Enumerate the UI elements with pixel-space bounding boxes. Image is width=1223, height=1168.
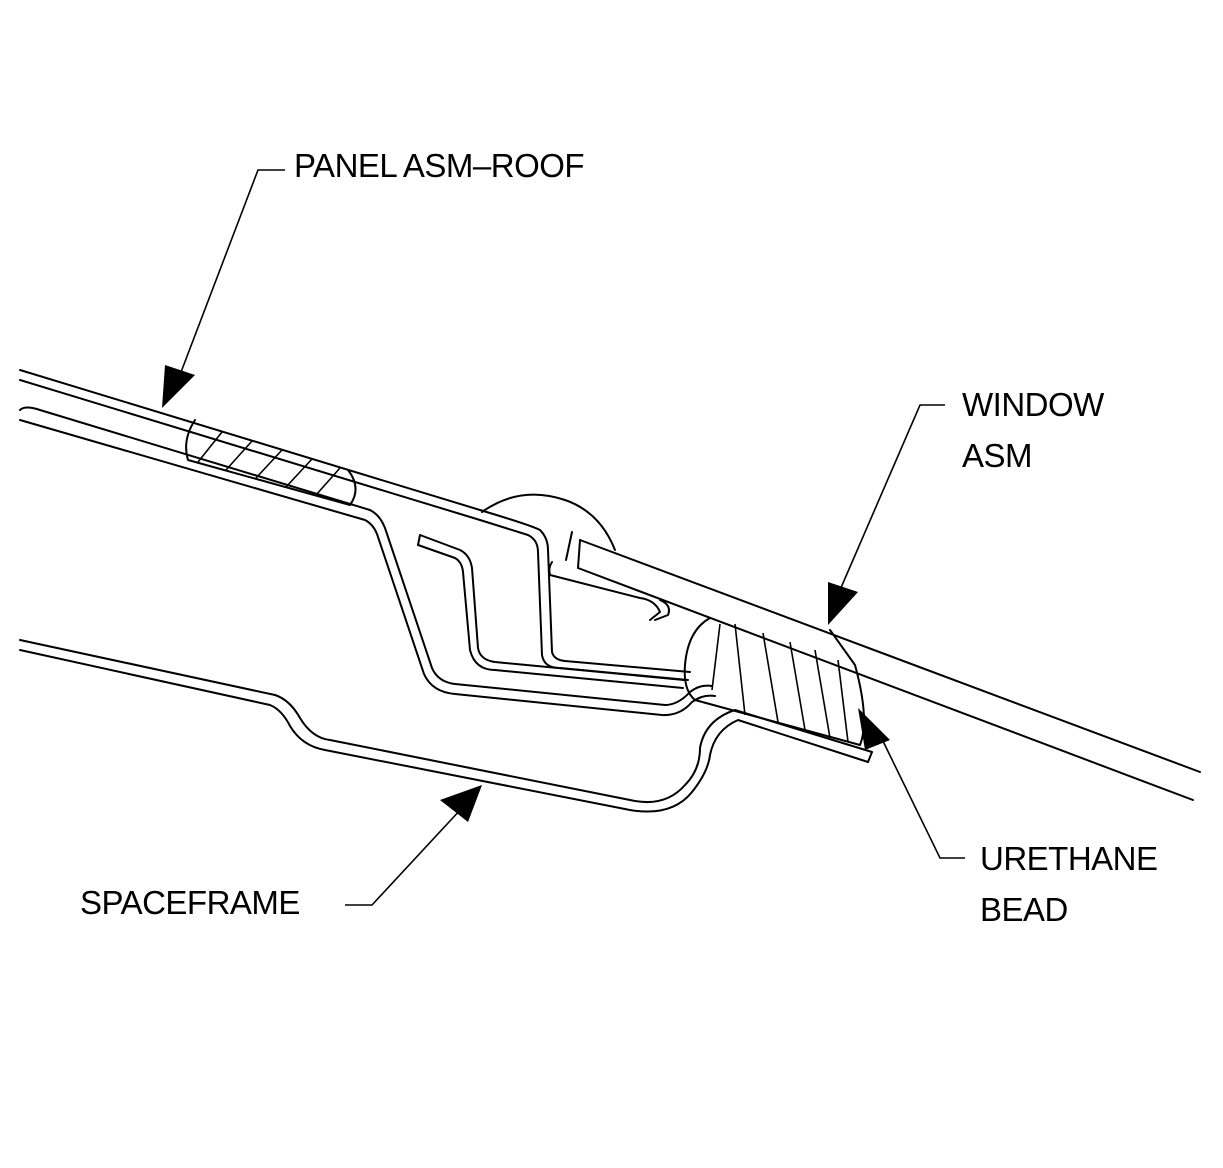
- roof-panel: [19, 369, 481, 521]
- roof-adhesive-bead: [185, 419, 357, 506]
- label-urethane-bead-line1: URETHANE: [980, 840, 1158, 877]
- label-spaceframe: SPACEFRAME: [80, 877, 300, 928]
- label-urethane-bead-line2: BEAD: [980, 891, 1068, 928]
- label-window-asm-line1: WINDOW: [962, 386, 1104, 423]
- leader-panel-roof: [162, 169, 285, 408]
- window-edge-molding: [481, 493, 670, 621]
- arrowhead-window-asm: [828, 582, 858, 625]
- inner-bracket: [417, 534, 685, 689]
- label-spaceframe-text: SPACEFRAME: [80, 884, 300, 921]
- leader-window-asm: [828, 404, 945, 625]
- label-panel-roof-text: PANEL ASM–ROOF: [294, 147, 585, 184]
- arrowhead-panel-roof: [162, 365, 195, 408]
- label-window-asm: WINDOW ASM: [962, 379, 1104, 481]
- window-glass: [577, 539, 1201, 801]
- label-urethane-bead: URETHANE BEAD: [980, 833, 1158, 935]
- arrowhead-spaceframe: [440, 785, 482, 822]
- urethane-bead-shape: [683, 617, 865, 746]
- leader-spaceframe: [345, 785, 482, 906]
- leader-urethane-bead: [858, 708, 965, 859]
- label-panel-roof: PANEL ASM–ROOF: [294, 140, 585, 191]
- roof-flange: [19, 406, 716, 717]
- spaceframe: [19, 639, 873, 813]
- label-window-asm-line2: ASM: [962, 437, 1033, 474]
- arrowhead-urethane-bead: [858, 708, 890, 750]
- roof-hem-flange: [479, 509, 691, 681]
